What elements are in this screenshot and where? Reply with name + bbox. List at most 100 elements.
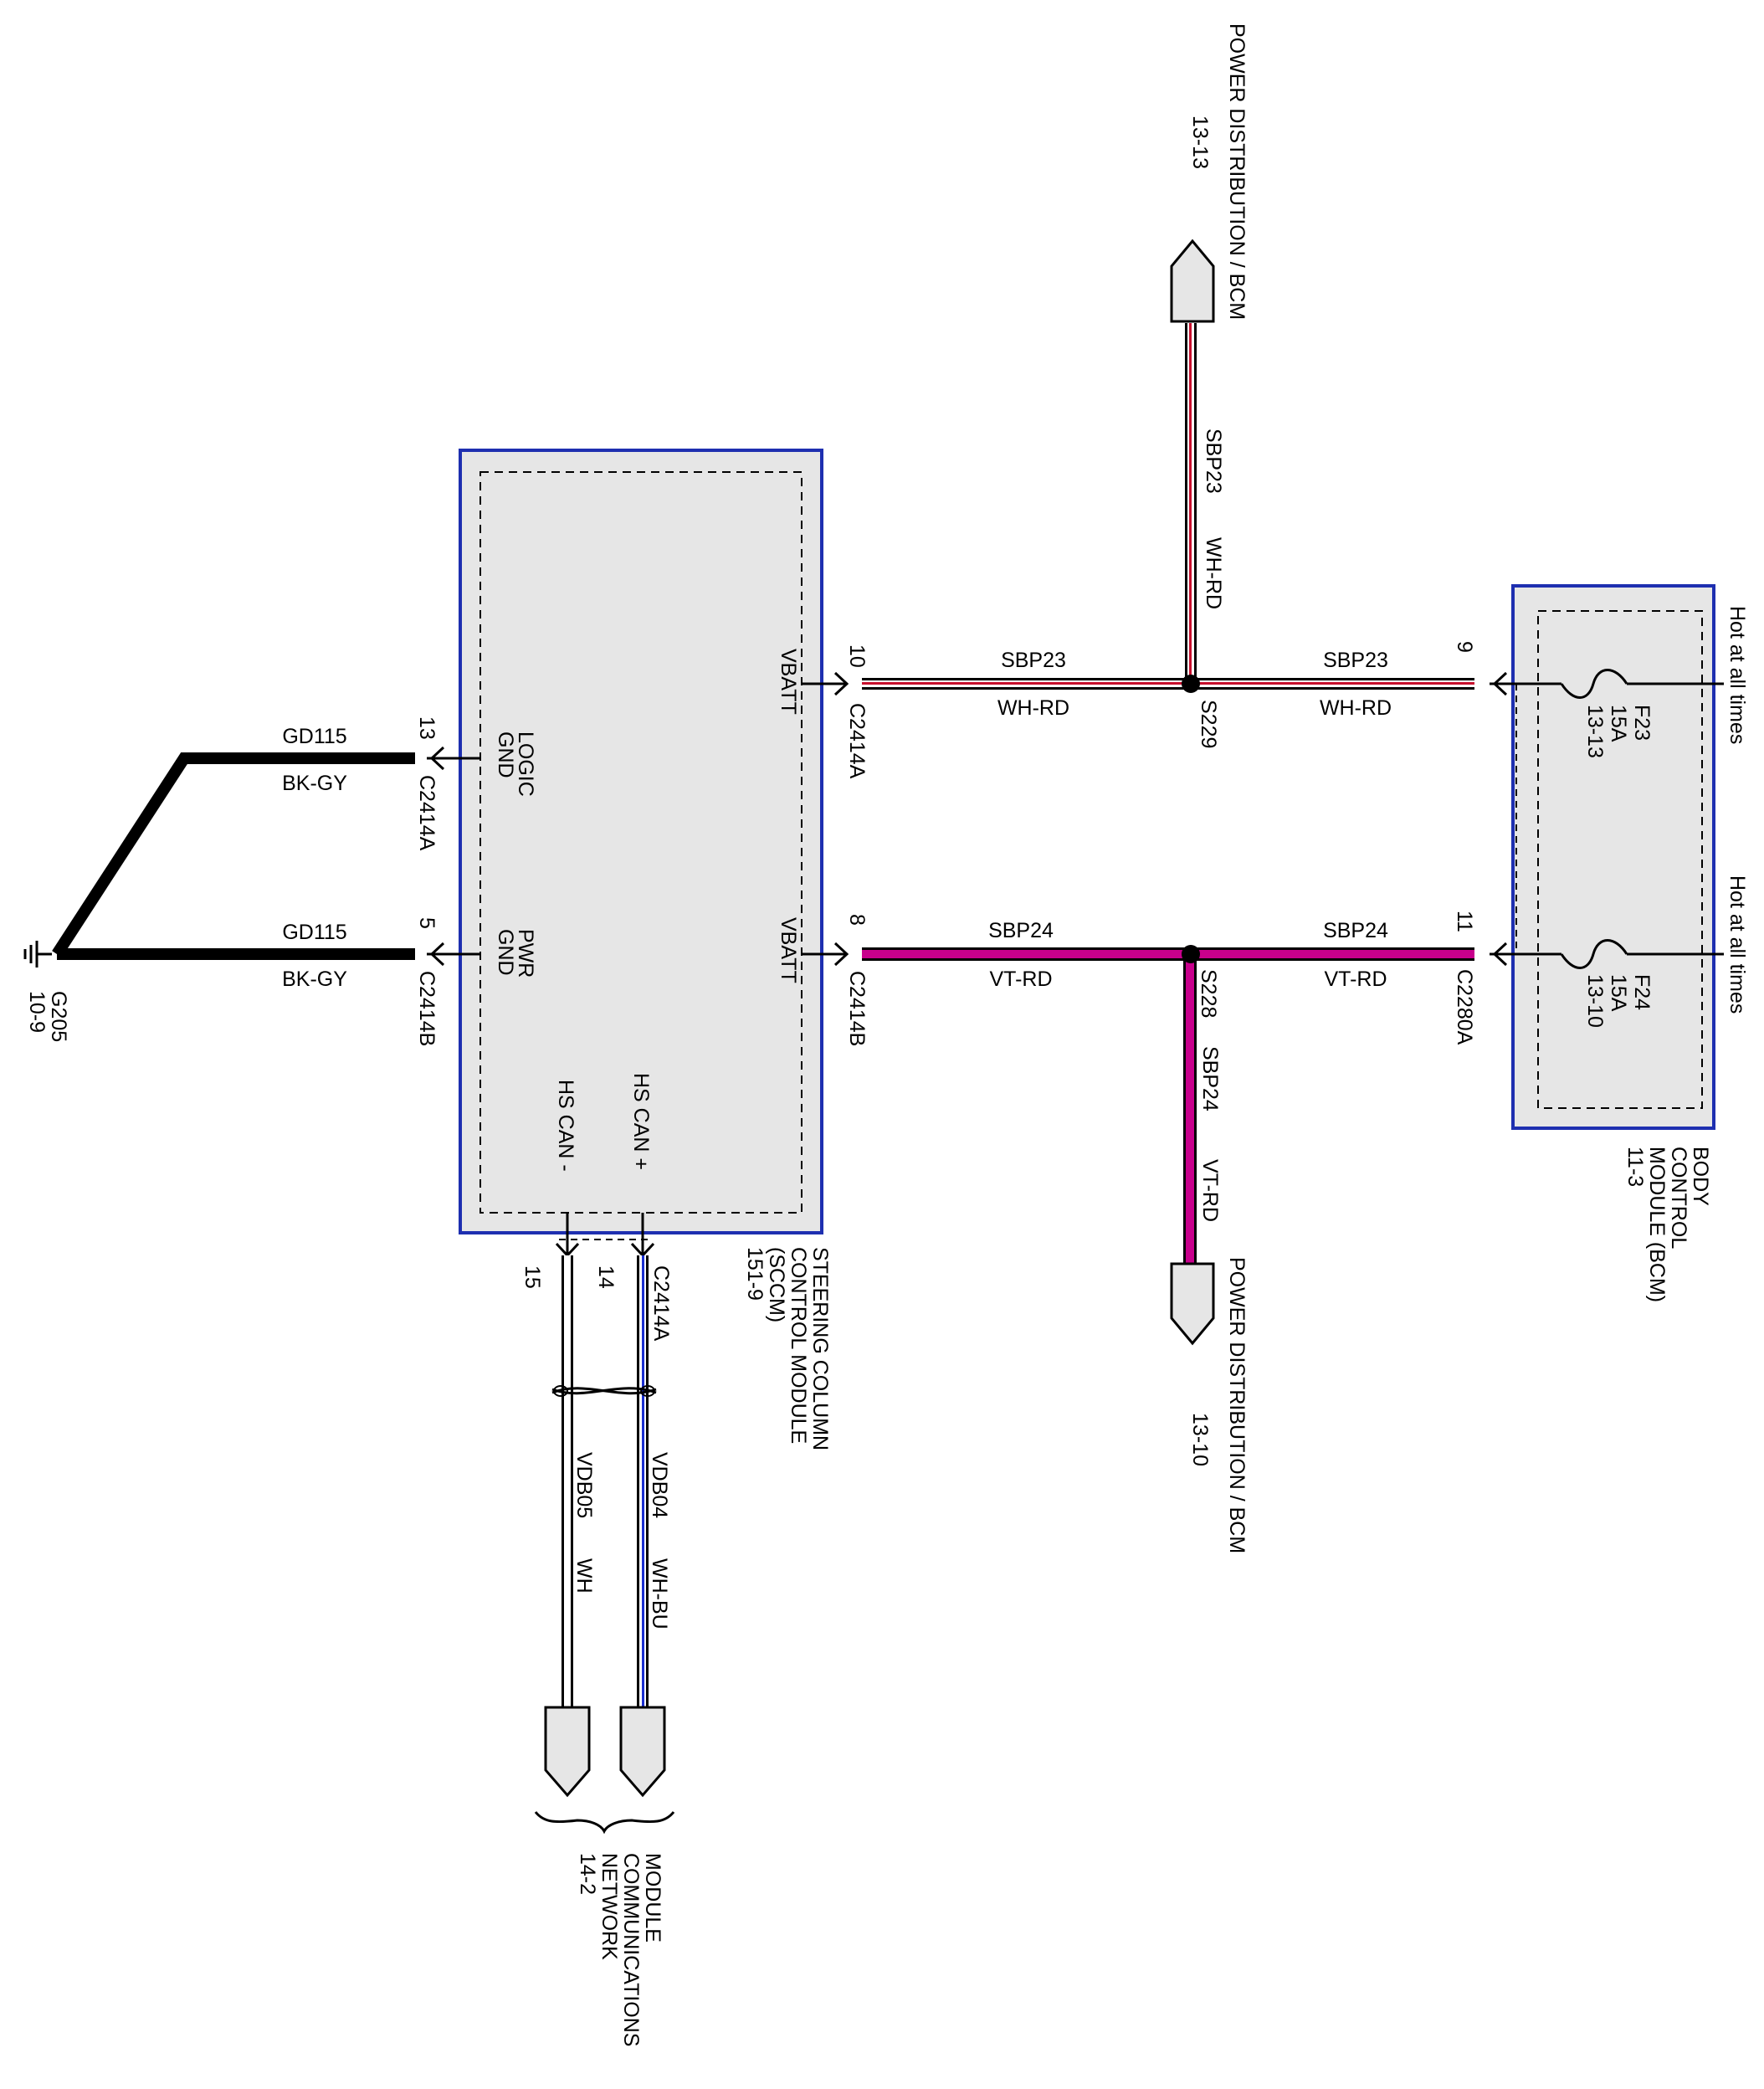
wire-sbp24-down [1183, 954, 1197, 1264]
sccm-name-line4: 151-9 [743, 1247, 767, 1301]
network-minus-flag-icon [544, 1706, 591, 1798]
sbp23-right-color: WH-RD [1320, 696, 1392, 720]
sbp24-right-circuit: SBP24 [1323, 919, 1388, 942]
sbp23-left-circuit: SBP23 [1001, 649, 1066, 672]
network-line3: NETWORK [597, 1853, 621, 1960]
wire-vdb05 [562, 1255, 573, 1707]
sbp23-up-color: WH-RD [1202, 537, 1225, 609]
gd115-bottom-circuit: GD115 [282, 921, 346, 944]
sbp23-left-color: WH-RD [997, 696, 1069, 720]
ground-name: G205 [47, 991, 70, 1042]
fuse-f24-rating: 15A [1607, 974, 1630, 1012]
bcm-name-line2: CONTROL [1667, 1147, 1690, 1249]
c2414b-gnd-arrow [429, 942, 445, 967]
sbp24-right-color: VT-RD [1325, 968, 1387, 991]
sbp24-down-color: VT-RD [1198, 1159, 1222, 1222]
bcm-bottom-connector: C2280A [1453, 969, 1476, 1045]
bcm-module-inner [1537, 610, 1703, 1109]
c2414a-vbatt-arrow [833, 671, 849, 696]
sccm-pwr-gnd-label1: PWR [514, 929, 537, 978]
fuse-f23-id: F23 [1630, 705, 1654, 741]
sccm-pwr-gnd-label2: GND [494, 929, 517, 976]
sccm-name-line1: STEERING COLUMN [808, 1247, 832, 1450]
network-brace-icon [534, 1811, 675, 1835]
wire-gd115-top [52, 752, 415, 957]
fuse-f23-rating: 15A [1607, 705, 1630, 742]
sbp24-down-circuit: SBP24 [1198, 1046, 1222, 1111]
bcm-top-connector-arrow [1492, 671, 1508, 696]
bcm-top-pin: 9 [1453, 641, 1476, 653]
gd115-bottom-color: BK-GY [282, 968, 347, 991]
hot-top-label: Hot at all times [1726, 606, 1749, 744]
vdb05-color: WH [572, 1558, 596, 1594]
ground-symbol-icon [23, 941, 52, 968]
c2414a-gnd-name: C2414A [415, 775, 438, 851]
splice-s229-label: S229 [1197, 700, 1220, 748]
fuse-f23-ref: 13-13 [1583, 705, 1607, 758]
sbp24-left-color: VT-RD [990, 968, 1053, 991]
wire-sbp23-right [1197, 678, 1474, 690]
bcm-bottom-pin: 11 [1453, 911, 1476, 932]
wire-sbp24-right [1197, 947, 1474, 961]
sccm-hs-can-plus-label: HS CAN + [629, 1073, 653, 1170]
power-bottom-ref: 13-10 [1188, 1413, 1212, 1466]
sccm-logic-gnd-label1: LOGIC [514, 731, 537, 797]
can-plus-pin: 14 [594, 1265, 618, 1289]
sccm-module-inner [479, 471, 803, 1214]
network-line2: COMMUNICATIONS [619, 1853, 643, 2046]
gd115-top-color: BK-GY [282, 772, 347, 795]
sccm-logic-gnd-label2: GND [494, 731, 517, 778]
sbp23-up-circuit: SBP23 [1202, 429, 1225, 494]
bcm-bottom-connector-arrow [1492, 942, 1508, 967]
power-top-label: POWER DISTRIBUTION / BCM [1225, 23, 1249, 320]
power-bottom-flag-icon [1170, 1262, 1215, 1346]
fuse-f24-symbol [1560, 939, 1628, 969]
sccm-module-box [459, 449, 823, 1234]
wire-vdb04 [637, 1255, 649, 1707]
bcm-name-line4: 11-3 [1623, 1147, 1647, 1187]
sccm-vbatt-top-label: VBATT [777, 649, 800, 715]
can-connector-name: C2414A [649, 1265, 673, 1342]
bcm-name-line1: BODY [1689, 1147, 1712, 1206]
sccm-name-line3: (SCCM) [765, 1247, 788, 1322]
fuse-f23-symbol [1560, 669, 1628, 699]
wire-sbp23-up [1185, 323, 1197, 684]
hot-bottom-label: Hot at all times [1726, 875, 1749, 1014]
fuse-f24-id: F24 [1630, 974, 1654, 1010]
vdb04-color: WH-BU [648, 1558, 671, 1630]
twisted-pair-icon [551, 1385, 657, 1397]
c2414b-vbatt-arrow [833, 942, 849, 967]
sccm-vbatt-bottom-label: VBATT [777, 917, 800, 983]
wire-sbp23-left [862, 678, 1197, 690]
power-top-flag-icon [1170, 239, 1215, 323]
can-minus-pin: 15 [520, 1265, 544, 1289]
c2414a-vbatt-name: C2414A [845, 703, 869, 779]
c2414b-vbatt-name: C2414B [845, 971, 869, 1046]
c2414a-gnd-pin: 13 [415, 716, 438, 740]
power-bottom-label: POWER DISTRIBUTION / BCM [1225, 1257, 1249, 1553]
network-plus-flag-icon [619, 1706, 666, 1798]
fuse-f24-ref: 13-10 [1583, 974, 1607, 1028]
c2414b-gnd-name: C2414B [415, 971, 438, 1046]
vdb05-circuit: VDB05 [572, 1452, 596, 1518]
splice-s228-label: S228 [1197, 969, 1220, 1018]
c2414b-gnd-pin: 5 [415, 917, 438, 929]
sccm-name-line2: CONTROL MODULE [787, 1247, 810, 1444]
network-line1: MODULE [641, 1853, 664, 1943]
bcm-module-box [1511, 584, 1715, 1130]
c2414b-vbatt-pin: 8 [845, 914, 869, 926]
gd115-top-circuit: GD115 [282, 725, 346, 748]
bcm-name-line3: MODULE (BCM) [1645, 1147, 1669, 1302]
sbp23-right-circuit: SBP23 [1323, 649, 1388, 672]
vdb04-circuit: VDB04 [648, 1452, 671, 1518]
ground-ref: 10-9 [25, 991, 49, 1033]
wire-sbp24-left [862, 947, 1197, 961]
sbp24-left-circuit: SBP24 [988, 919, 1054, 942]
c2414a-vbatt-pin: 10 [845, 644, 869, 668]
sccm-hs-can-minus-label: HS CAN - [554, 1080, 577, 1172]
c2414a-gnd-arrow [429, 746, 445, 771]
network-line4: 14-2 [576, 1853, 599, 1895]
splice-s229-dot [1182, 675, 1200, 693]
splice-s228-dot [1182, 945, 1200, 963]
